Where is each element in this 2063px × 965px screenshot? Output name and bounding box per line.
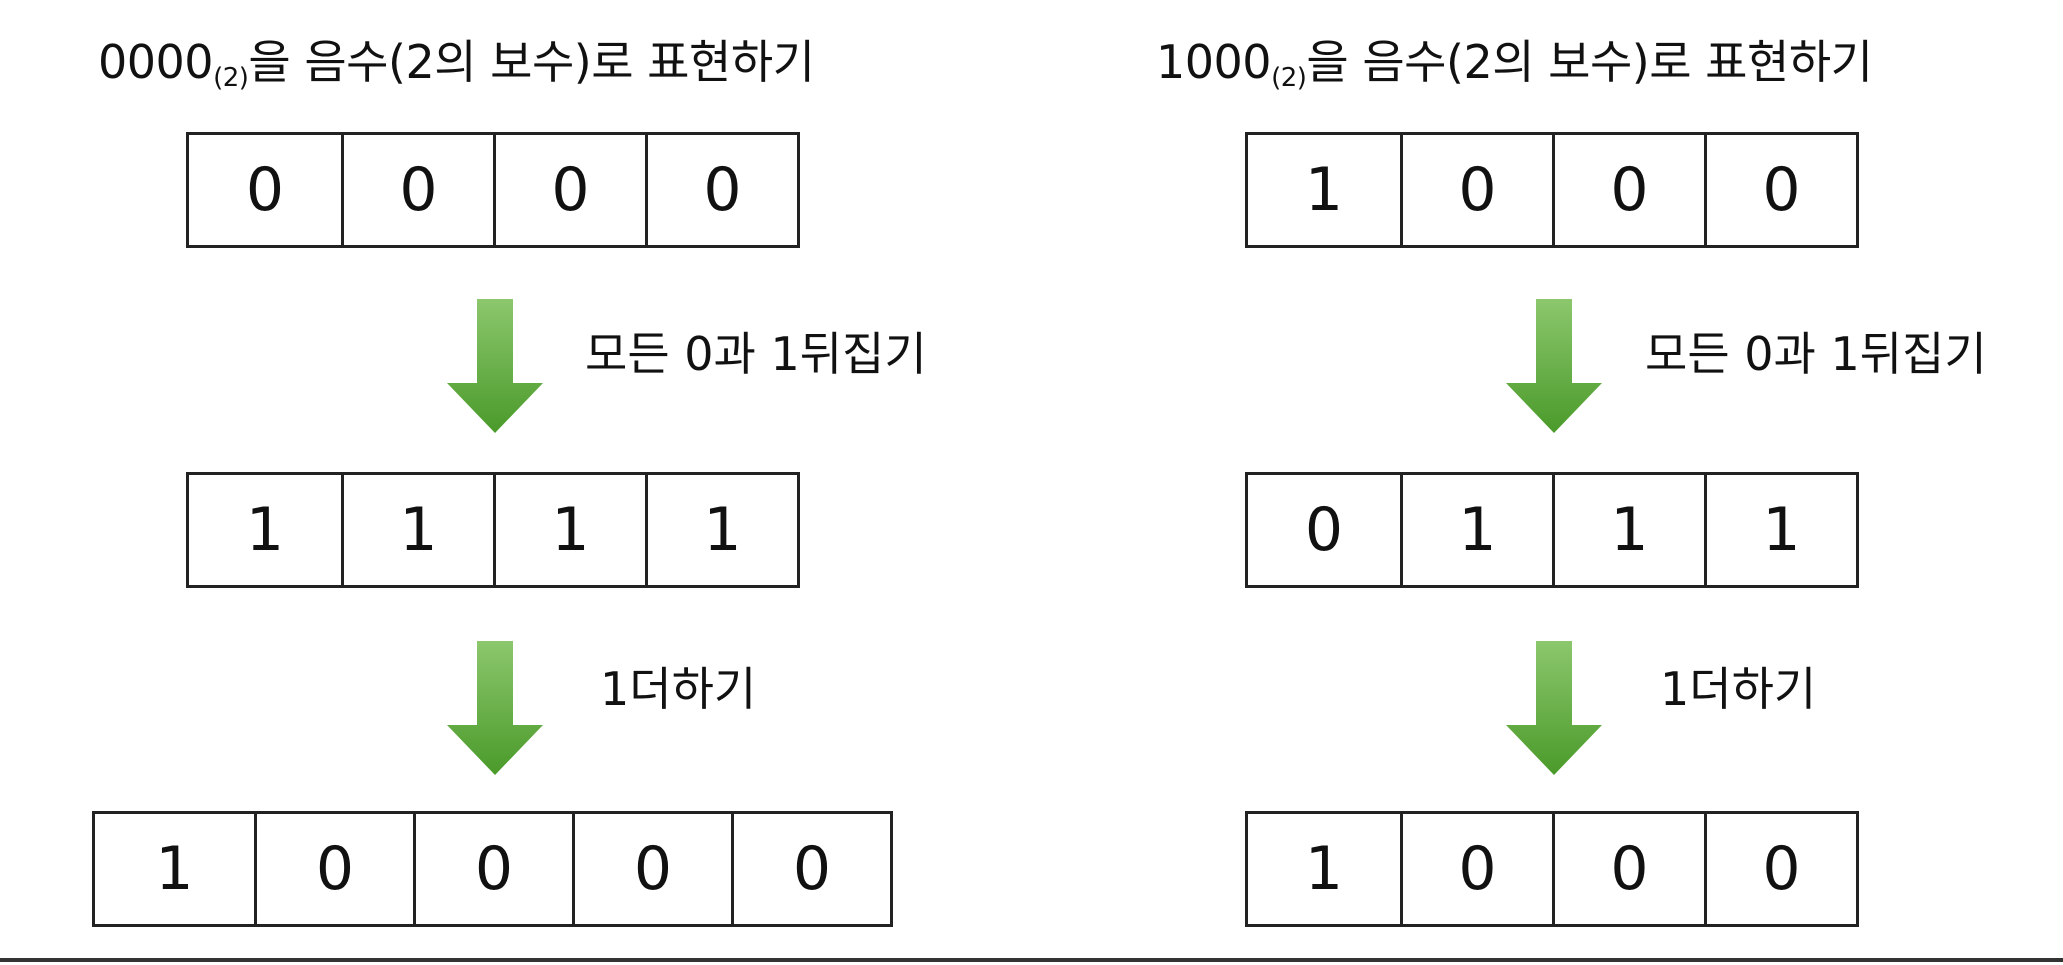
bit-cell: 0 <box>341 135 493 245</box>
left-step2-label: 1더하기 <box>600 662 757 716</box>
bit-cell: 0 <box>1400 135 1552 245</box>
bit-cell: 1 <box>155 834 194 904</box>
bit-cell: 0 <box>1704 814 1856 924</box>
down-arrow-icon <box>1506 641 1602 775</box>
right-step1-label: 모든 0과 1뒤집기 <box>1645 327 1987 381</box>
bit-cell: 0 <box>1304 495 1344 565</box>
down-arrow-icon <box>447 641 543 775</box>
bit-cell: 0 <box>493 135 645 245</box>
bit-cell: 1 <box>1304 834 1344 904</box>
left-title: 0000(2)을 음수(2의 보수)로 표현하기 <box>98 32 815 108</box>
down-arrow-icon <box>1506 299 1602 433</box>
left-original-bits: 0 0 0 0 <box>186 132 800 248</box>
bit-cell: 1 <box>245 495 285 565</box>
bit-cell: 0 <box>413 814 572 924</box>
right-inverted-bits: 0 1 1 1 <box>1245 472 1859 588</box>
right-step2-label: 1더하기 <box>1660 662 1817 716</box>
left-title-number: 0000 <box>98 35 214 89</box>
bit-cell: 0 <box>572 814 731 924</box>
left-panel: 0000(2)을 음수(2의 보수)로 표현하기 0 0 0 0 모든 0과 1… <box>0 0 1030 965</box>
bit-cell: 0 <box>1400 814 1552 924</box>
bit-cell: 0 <box>1552 135 1704 245</box>
bit-cell: 0 <box>645 135 797 245</box>
left-step1-label: 모든 0과 1뒤집기 <box>585 327 927 381</box>
bit-cell: 1 <box>493 475 645 585</box>
bit-cell: 1 <box>1704 475 1856 585</box>
bit-cell: 1 <box>341 475 493 585</box>
right-title-text: 을 음수(2의 보수)로 표현하기 <box>1306 35 1873 89</box>
right-title-base: (2) <box>1271 63 1307 93</box>
bit-cell: 1 <box>1304 155 1344 225</box>
right-panel: 1000(2)을 음수(2의 보수)로 표현하기 1 0 0 0 모든 0과 1… <box>1060 0 2063 965</box>
right-title-number: 1000 <box>1156 35 1272 89</box>
bit-cell: 1 <box>1552 475 1704 585</box>
down-arrow-icon <box>447 299 543 433</box>
right-original-bits: 1 0 0 0 <box>1245 132 1859 248</box>
left-result-bits: 1 0 0 0 0 <box>92 811 893 927</box>
bottom-divider <box>0 958 2063 962</box>
right-title: 1000(2)을 음수(2의 보수)로 표현하기 <box>1156 32 1873 108</box>
bit-cell: 0 <box>1552 814 1704 924</box>
bit-cell: 0 <box>1704 135 1856 245</box>
left-title-base: (2) <box>213 63 249 93</box>
bit-cell: 0 <box>254 814 413 924</box>
bit-cell: 0 <box>731 814 890 924</box>
left-title-text: 을 음수(2의 보수)로 표현하기 <box>248 35 815 89</box>
right-result-bits: 1 0 0 0 <box>1245 811 1859 927</box>
bit-cell: 1 <box>645 475 797 585</box>
left-inverted-bits: 1 1 1 1 <box>186 472 800 588</box>
bit-cell: 0 <box>245 155 285 225</box>
bit-cell: 1 <box>1400 475 1552 585</box>
